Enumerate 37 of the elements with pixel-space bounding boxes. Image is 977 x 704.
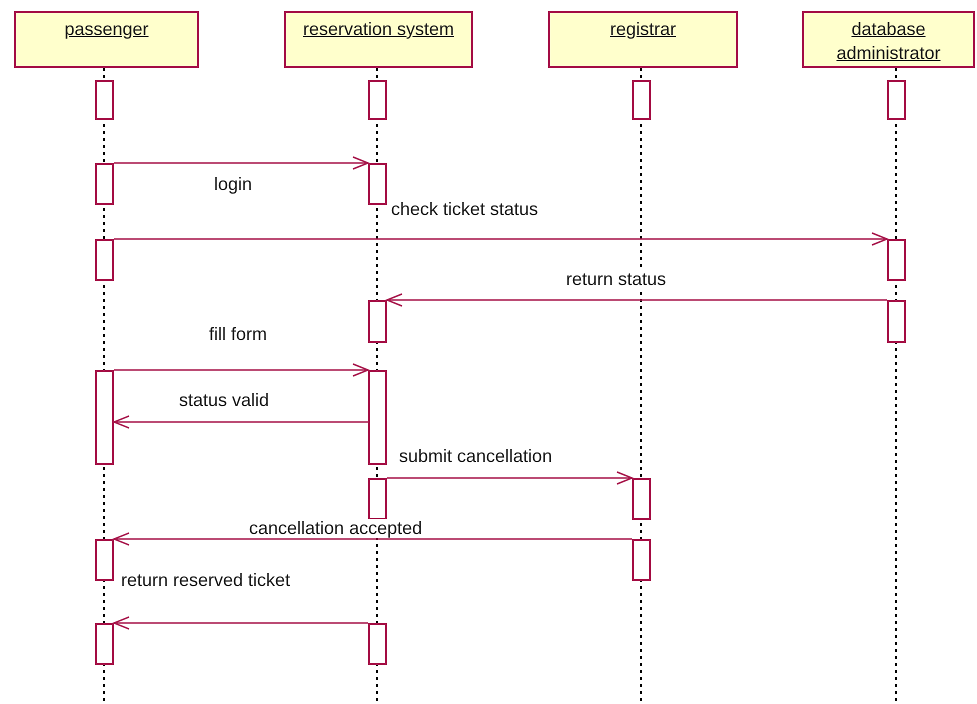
- activation-bar: [632, 80, 651, 120]
- activation-bar: [887, 239, 906, 281]
- activation-bar: [95, 239, 114, 281]
- object-name: database administrator: [835, 18, 942, 65]
- activation-bar: [368, 80, 387, 120]
- lifeline-head: [548, 11, 738, 68]
- message-arrow: [387, 471, 633, 485]
- message-arrow: [114, 232, 888, 246]
- activation-bar: [368, 300, 387, 343]
- activation-bar: [95, 623, 114, 665]
- activation-bar: [95, 370, 114, 465]
- activation-bar: [95, 539, 114, 581]
- activation-bar: [632, 478, 651, 520]
- activation-bar: [632, 539, 651, 581]
- activation-bar: [95, 163, 114, 205]
- object-name: passenger: [64, 18, 149, 41]
- message-label: cancellation accepted: [248, 519, 424, 538]
- activation-bar: [887, 300, 906, 343]
- message-arrow: [114, 156, 369, 170]
- object-name: registrar: [610, 18, 676, 41]
- message-arrow: [113, 415, 368, 429]
- activation-bar: [368, 163, 387, 205]
- lifeline-head: [802, 11, 975, 68]
- activation-bar: [368, 370, 387, 465]
- message-arrow: [114, 363, 369, 377]
- lifeline-head: [14, 11, 199, 68]
- message-arrow: [386, 293, 887, 307]
- activation-bar: [368, 623, 387, 665]
- activation-bar: [95, 80, 114, 120]
- object-name: reservation system: [302, 18, 454, 41]
- message-arrow: [113, 616, 368, 630]
- message-label: return status: [565, 270, 668, 289]
- activation-bar: [887, 80, 906, 120]
- message-arrow: [113, 532, 632, 546]
- activation-bar: [368, 478, 387, 520]
- message-label: login: [213, 175, 254, 194]
- lifeline-head: [284, 11, 473, 68]
